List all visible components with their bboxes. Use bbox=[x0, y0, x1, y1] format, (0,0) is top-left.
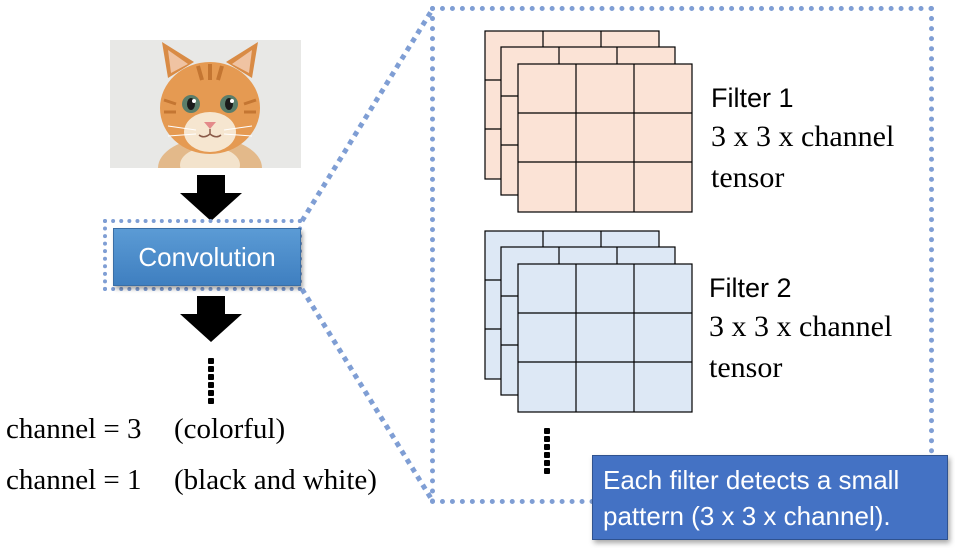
ellipsis-dots bbox=[544, 428, 550, 476]
filter-1-desc-line2: tensor bbox=[711, 161, 785, 194]
filter-1-layer-front bbox=[517, 63, 693, 213]
callout-line-1: Each filter detects a small bbox=[603, 465, 900, 495]
channel-1-eq: channel = 1 bbox=[6, 464, 142, 496]
filter-1-name: Filter 1 bbox=[711, 83, 794, 113]
channel-3-label: channel = 3 (colorful) bbox=[6, 413, 285, 446]
convolution-block: Convolution bbox=[113, 228, 301, 286]
callout-box: Each filter detects a small pattern (3 x… bbox=[592, 455, 948, 540]
channel-1-note: (black and white) bbox=[174, 464, 377, 496]
filter-1-desc-line1: 3 x 3 x channel bbox=[711, 120, 895, 153]
filter-1-stack bbox=[484, 30, 693, 213]
filter-2-desc-line2: tensor bbox=[709, 351, 783, 384]
ellipsis-dots bbox=[208, 358, 214, 406]
filter-2-name: Filter 2 bbox=[709, 273, 792, 303]
filter-1-text: Filter 1 3 x 3 x channel tensor bbox=[711, 83, 894, 198]
channel-3-note: (colorful) bbox=[174, 413, 286, 445]
filter-2-stack bbox=[484, 230, 693, 413]
filter-2-layer-front bbox=[517, 263, 693, 413]
callout-line-2: pattern (3 x 3 x channel). bbox=[603, 501, 891, 531]
kitten-image bbox=[110, 40, 301, 168]
down-arrow-icon bbox=[180, 296, 242, 342]
down-arrow-icon bbox=[180, 175, 242, 221]
channel-1-label: channel = 1 (black and white) bbox=[6, 464, 377, 497]
filter-2-text: Filter 2 3 x 3 x channel tensor bbox=[709, 273, 892, 388]
filter-2-desc-line1: 3 x 3 x channel bbox=[709, 310, 893, 343]
channel-3-eq: channel = 3 bbox=[6, 413, 142, 445]
